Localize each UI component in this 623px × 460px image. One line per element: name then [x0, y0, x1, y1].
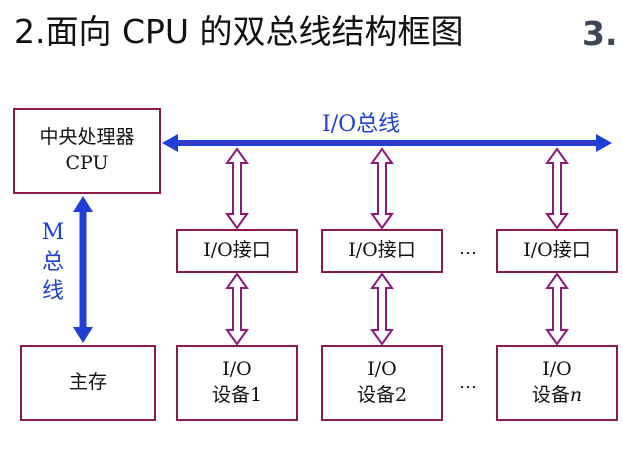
- m-bus-label-char: 线: [41, 279, 64, 305]
- io-device-label-line2: 设备2: [356, 384, 408, 406]
- section-number: 3.: [582, 14, 618, 53]
- io-interface-box-2: I/O接口: [321, 229, 443, 273]
- m-bus-label: M 总 线: [38, 218, 68, 307]
- io-interface-box-3: I/O接口: [496, 229, 618, 273]
- io-bus-arrow: [162, 134, 612, 152]
- cpu-box: 中央处理器 CPU: [13, 108, 161, 194]
- bus-link-arrow-2: [370, 147, 394, 230]
- page-title: 2.面向 CPU 的双总线结构框图: [14, 12, 464, 51]
- bus-link-arrow-3: [545, 147, 569, 230]
- io-device-label-line2: 设备1: [211, 384, 263, 406]
- io-device-box-3: I/O 设备n: [496, 345, 618, 421]
- io-bus-label: I/O总线: [322, 112, 401, 137]
- io-interface-label: I/O接口: [523, 239, 591, 262]
- m-bus-label-char: M: [41, 220, 65, 245]
- io-interface-label: I/O接口: [203, 239, 271, 262]
- main-memory-box: 主存: [20, 345, 156, 421]
- main-memory-label: 主存: [68, 371, 107, 394]
- io-device-label-line1: I/O: [367, 358, 397, 381]
- m-bus-label-char: 总: [41, 249, 64, 275]
- io-device-label-text: 设备: [531, 384, 570, 406]
- io-device-label-italic: n: [569, 384, 583, 406]
- cpu-label-line2: CPU: [65, 152, 109, 174]
- io-device-label-line2: 设备n: [532, 383, 582, 409]
- io-interface-label: I/O接口: [348, 239, 416, 262]
- cpu-label-line1: 中央处理器: [39, 126, 135, 149]
- ellipsis-interfaces: …: [459, 238, 478, 259]
- io-device-box-1: I/O 设备1: [176, 345, 298, 421]
- io-interface-box-1: I/O接口: [176, 229, 298, 273]
- device-link-arrow-2: [370, 272, 394, 346]
- device-link-arrow-1: [225, 272, 249, 346]
- io-device-box-2: I/O 设备2: [321, 345, 443, 421]
- ellipsis-devices: …: [459, 372, 478, 393]
- bus-link-arrow-1: [225, 147, 249, 230]
- device-link-arrow-3: [545, 272, 569, 346]
- io-device-label-line1: I/O: [542, 358, 572, 381]
- io-device-label-line1: I/O: [222, 358, 252, 381]
- m-bus-arrow: [73, 196, 93, 343]
